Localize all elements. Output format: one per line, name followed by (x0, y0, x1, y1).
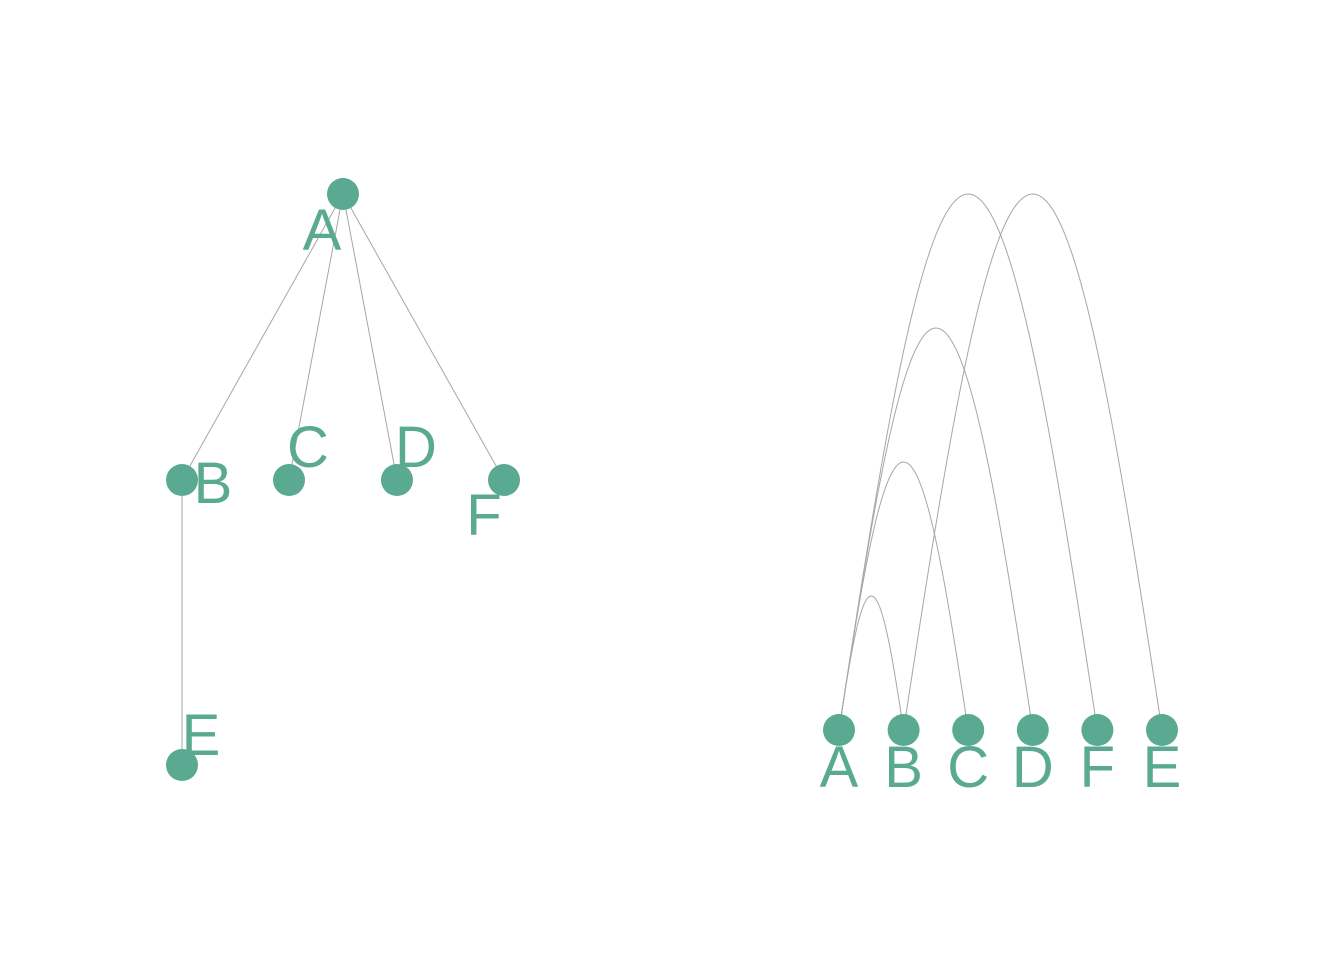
arc-edge-b-e (903, 193, 1163, 731)
tree-edge-a-b (181, 193, 344, 481)
tree-node-label-a: A (303, 198, 342, 263)
arc-node-f (1081, 714, 1114, 746)
tree-node-label-e: E (182, 703, 221, 768)
arc-edge-a-d (838, 327, 1034, 731)
arc-node-label-b: B (884, 735, 923, 800)
arc-edge-a-c (838, 461, 969, 731)
arc-node-label-f: F (1080, 735, 1115, 800)
tree-node-label-b: B (194, 451, 233, 516)
tree-node-f (488, 464, 520, 496)
tree-edge-a-c (288, 193, 344, 481)
tree-labels: A BC DF E (182, 198, 502, 768)
tree-edge-a-f (342, 193, 505, 481)
arc-node-d (1016, 714, 1049, 746)
arc-edges (838, 193, 1163, 731)
tree-node-label-d: D (395, 415, 437, 480)
arc-node-label-e: E (1143, 735, 1182, 800)
arc-node-c (952, 714, 985, 746)
tree-node-c (273, 464, 305, 496)
tree-node-a (327, 178, 359, 210)
tree-node-d (381, 464, 413, 496)
arc-edge-a-b (838, 595, 905, 731)
tree-nodes (166, 178, 520, 781)
tree-node-e (166, 749, 198, 781)
tree-node-b (166, 464, 198, 496)
tree-node-label-c: C (287, 415, 329, 480)
arc-node-label-a: A (820, 735, 859, 800)
tree-edges (181, 193, 505, 765)
arc-edge-a-f (838, 193, 1098, 731)
arc-nodes (823, 714, 1178, 746)
arc-node-b (887, 714, 920, 746)
tree-node-label-f: F (466, 483, 501, 548)
arc-node-e (1146, 714, 1178, 746)
tree-edge-a-d (342, 193, 398, 481)
arc-node-label-c: C (947, 735, 989, 800)
arc-node-a (823, 714, 855, 746)
arc-node-label-d: D (1012, 735, 1054, 800)
tree-layout-panel: A BC DF E (166, 178, 520, 781)
